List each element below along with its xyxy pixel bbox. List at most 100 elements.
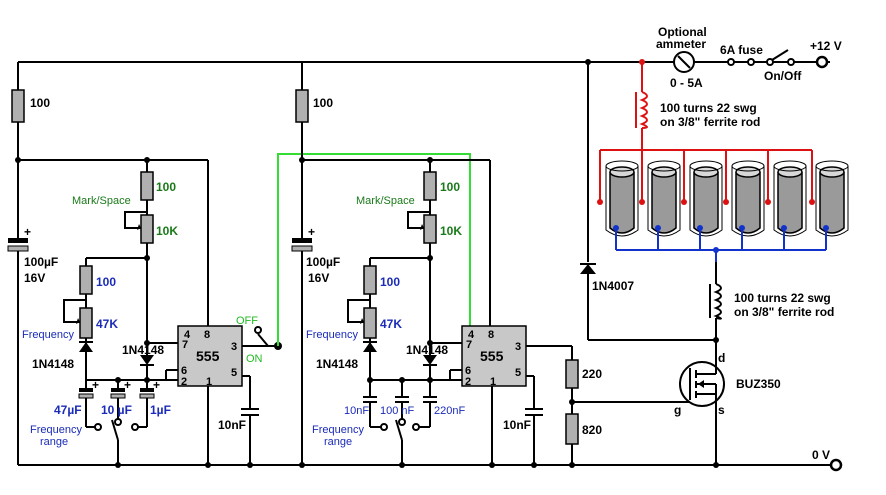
d4-label: 1N4148 <box>406 343 448 357</box>
c1-label: 100µF <box>24 255 58 269</box>
resistor-icon <box>363 265 377 295</box>
coil-icon <box>709 283 722 320</box>
svg-text:2: 2 <box>181 376 187 388</box>
ms-10k-label: 10K <box>156 224 178 238</box>
svg-text:8: 8 <box>204 329 210 341</box>
c1-label-uf: 1µF <box>150 403 171 417</box>
svg-text:8: 8 <box>488 329 494 341</box>
switch-icon <box>771 49 789 61</box>
f-100-label-2: 100 <box>380 275 400 289</box>
ms-label-2: Mark/Space <box>356 195 415 207</box>
capacitor-icon <box>8 238 28 243</box>
left-supply-filter: + 100 100µF 16V <box>7 62 208 465</box>
mosfet-icon <box>676 360 725 408</box>
svg-text:2: 2 <box>465 376 471 388</box>
cell-icon <box>731 160 765 237</box>
resistor-icon <box>140 171 154 201</box>
ic-label: 555 <box>196 348 220 364</box>
svg-text:6: 6 <box>465 365 471 377</box>
c10nf-a-label: 10nF <box>344 405 369 417</box>
capacitor-icon <box>111 388 125 392</box>
diode-icon <box>363 342 377 352</box>
ic-555-icon <box>461 325 527 387</box>
on-label: ON <box>246 353 263 365</box>
r220-label: 220 <box>582 367 602 381</box>
f-47k-label: 47K <box>96 317 118 331</box>
ic-label-2: 555 <box>480 348 504 364</box>
f-label-2: Frequency <box>306 329 358 341</box>
mid-555-stage: 100 Mark/Space 10K 100 Frequency 47K 1N4… <box>306 157 676 468</box>
svg-text:+: + <box>24 225 31 239</box>
capacitor-icon <box>79 388 93 392</box>
d3-label: 1N4148 <box>316 357 358 371</box>
coil-bot-label-2: on 3/8" ferrite rod <box>734 305 834 319</box>
terminal-icon <box>815 55 829 69</box>
switch-icon <box>395 419 403 441</box>
switch-icon <box>111 419 119 441</box>
resistor-icon <box>140 214 154 244</box>
svg-text:+: + <box>92 378 99 392</box>
c47-label: 47µF <box>54 403 82 417</box>
svg-text:6: 6 <box>181 365 187 377</box>
svg-text:+: + <box>308 225 315 239</box>
r1-label: 100 <box>30 96 50 110</box>
c2-voltage: 16V <box>308 271 329 285</box>
ms-label: Mark/Space <box>72 195 131 207</box>
c100nf-label: 100 nF <box>380 405 415 417</box>
resistor-icon <box>11 89 25 123</box>
frange-label-2: Frequency <box>312 424 364 436</box>
v12-label: +12 V <box>810 39 842 53</box>
ammeter-label: Optional <box>658 25 707 39</box>
resistor-icon <box>79 307 93 339</box>
c220nf-label: 220nF <box>434 405 465 417</box>
mosfet-label: BUZ350 <box>736 377 781 391</box>
resistor-icon <box>363 307 377 339</box>
f-100-label: 100 <box>96 275 116 289</box>
capacitor-icon <box>423 396 437 398</box>
d1-label: 1N4148 <box>32 357 74 371</box>
green-link-wire <box>277 153 471 346</box>
f-label: Frequency <box>22 329 74 341</box>
svg-text:4: 4 <box>468 329 475 341</box>
c10-label: 10 µF <box>101 403 132 417</box>
cell-icon <box>647 160 681 237</box>
svg-text:7: 7 <box>182 339 188 351</box>
resistor-icon <box>565 359 579 389</box>
frange-label: Frequency <box>30 424 82 436</box>
svg-text:1: 1 <box>490 376 496 388</box>
resistor-icon <box>565 413 579 445</box>
c10nf-label-1: 10nF <box>218 418 246 432</box>
cell-icon <box>605 160 639 237</box>
d1n4007-label: 1N4007 <box>592 279 634 293</box>
mid-supply-filter: + 100 100µF 16V <box>291 62 491 468</box>
r2-label: 100 <box>313 96 333 110</box>
diode-icon <box>140 355 154 365</box>
diode-icon <box>79 342 93 352</box>
frange-label-2b: range <box>324 436 352 448</box>
coil-icon <box>635 91 648 129</box>
r820-label: 820 <box>582 423 602 437</box>
v0-label: 0 V <box>812 448 830 462</box>
ms-100-label-2: 100 <box>440 180 460 194</box>
f-47k-label-2: 47K <box>380 317 402 331</box>
power-section: 1N4007 Optional ammeter 0 - 5A 6A fuse O… <box>580 25 849 472</box>
ic-555-icon <box>177 325 243 387</box>
cell-icon <box>773 160 807 237</box>
coil-top-label: 100 turns 22 swg <box>660 101 757 115</box>
svg-text:7: 7 <box>466 339 472 351</box>
svg-text:3: 3 <box>231 341 237 353</box>
c10nf-label-2: 10nF <box>503 418 531 432</box>
svg-text:5: 5 <box>515 367 521 379</box>
left-555-stage: 100 Mark/Space 10K 100 Frequency 47K 1N4… <box>22 157 282 468</box>
diode-icon <box>580 264 596 274</box>
switch-icon <box>257 333 269 347</box>
off-label: OFF <box>236 315 258 327</box>
capacitor-icon <box>292 238 312 243</box>
coil-top-label-2: on 3/8" ferrite rod <box>660 115 760 129</box>
cell-icon <box>689 160 723 237</box>
cell-icon <box>815 160 849 237</box>
svg-text:+: + <box>153 378 160 392</box>
svg-text:4: 4 <box>184 329 191 341</box>
switch-label: On/Off <box>764 69 802 83</box>
